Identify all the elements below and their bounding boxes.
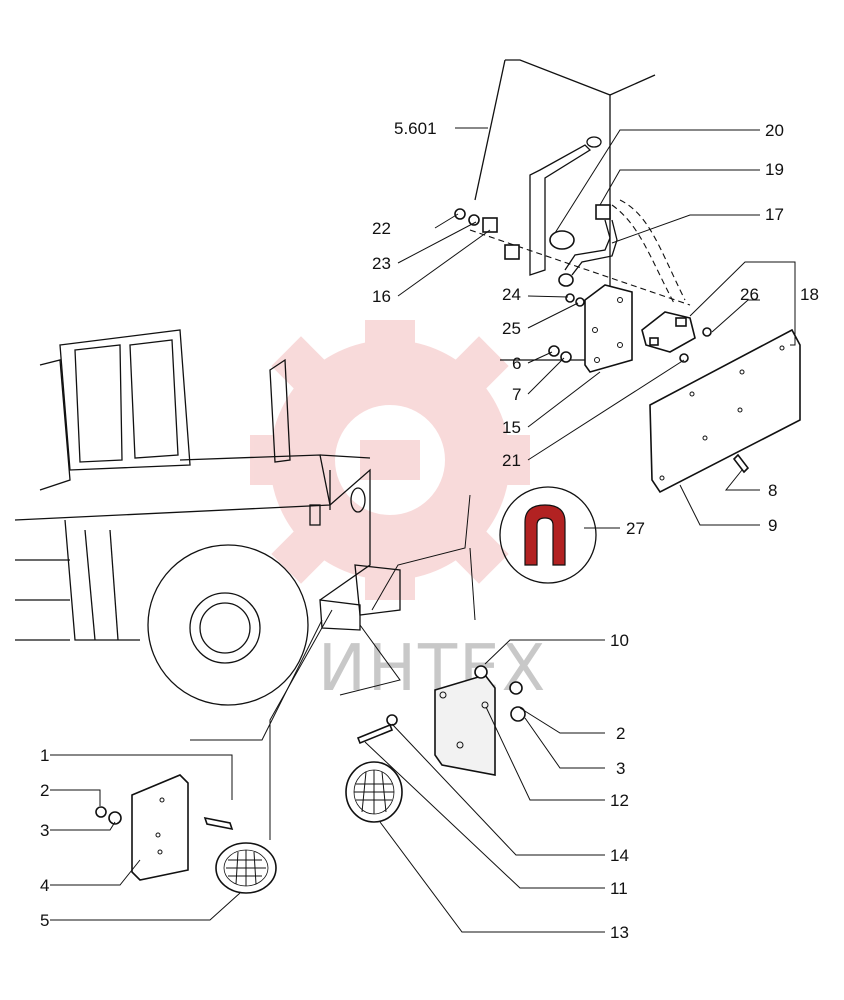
callout-2: 2	[40, 781, 49, 800]
callout-4: 4	[40, 876, 49, 895]
callout-20: 20	[765, 121, 784, 140]
callout-24: 24	[502, 285, 521, 304]
hose-assembly	[549, 204, 618, 287]
callout-22: 22	[372, 219, 391, 238]
callout-6: 6	[512, 354, 521, 373]
lamp-group-center	[345, 665, 526, 823]
hardware	[454, 208, 689, 363]
callout-7: 7	[512, 385, 521, 404]
callout-21: 21	[502, 451, 521, 470]
callout-17: 17	[765, 205, 784, 224]
callout-9: 9	[768, 516, 777, 535]
callout-8: 8	[768, 481, 777, 500]
watermark-logo	[250, 320, 530, 600]
callout-labels: 5.601 20 19 17 22 23 16 18 26 24 25 6 7 …	[40, 119, 819, 942]
callout-1: 1	[40, 746, 49, 765]
callout-23: 23	[372, 254, 391, 273]
cab-corner-drawing	[469, 59, 691, 361]
callout-14: 14	[610, 846, 629, 865]
callout-25: 25	[502, 319, 521, 338]
callout-11: 11	[610, 879, 628, 898]
callout-12: 12	[610, 791, 629, 810]
callout-18: 18	[800, 285, 819, 304]
callout-13: 13	[610, 923, 629, 942]
callout-10: 10	[610, 631, 629, 650]
callout-16: 16	[372, 287, 391, 306]
callout-3-center: 3	[616, 759, 625, 778]
loader-vehicle	[14, 329, 401, 706]
callout-27: 27	[626, 519, 645, 538]
label-section-ref: 5.601	[394, 119, 437, 138]
callout-19: 19	[765, 160, 784, 179]
callout-15: 15	[502, 418, 521, 437]
watermark-text: ИНТЕХ	[318, 632, 547, 706]
bracket-15	[584, 284, 633, 373]
lamp-housing-18	[641, 311, 712, 353]
leader-lines	[50, 127, 796, 933]
lamp-group-left	[95, 774, 277, 894]
callout-2-center: 2	[616, 724, 625, 743]
detail-27	[499, 486, 597, 584]
callout-26: 26	[740, 285, 759, 304]
plate-9	[649, 328, 801, 494]
callout-5: 5	[40, 911, 49, 930]
callout-3: 3	[40, 821, 49, 840]
